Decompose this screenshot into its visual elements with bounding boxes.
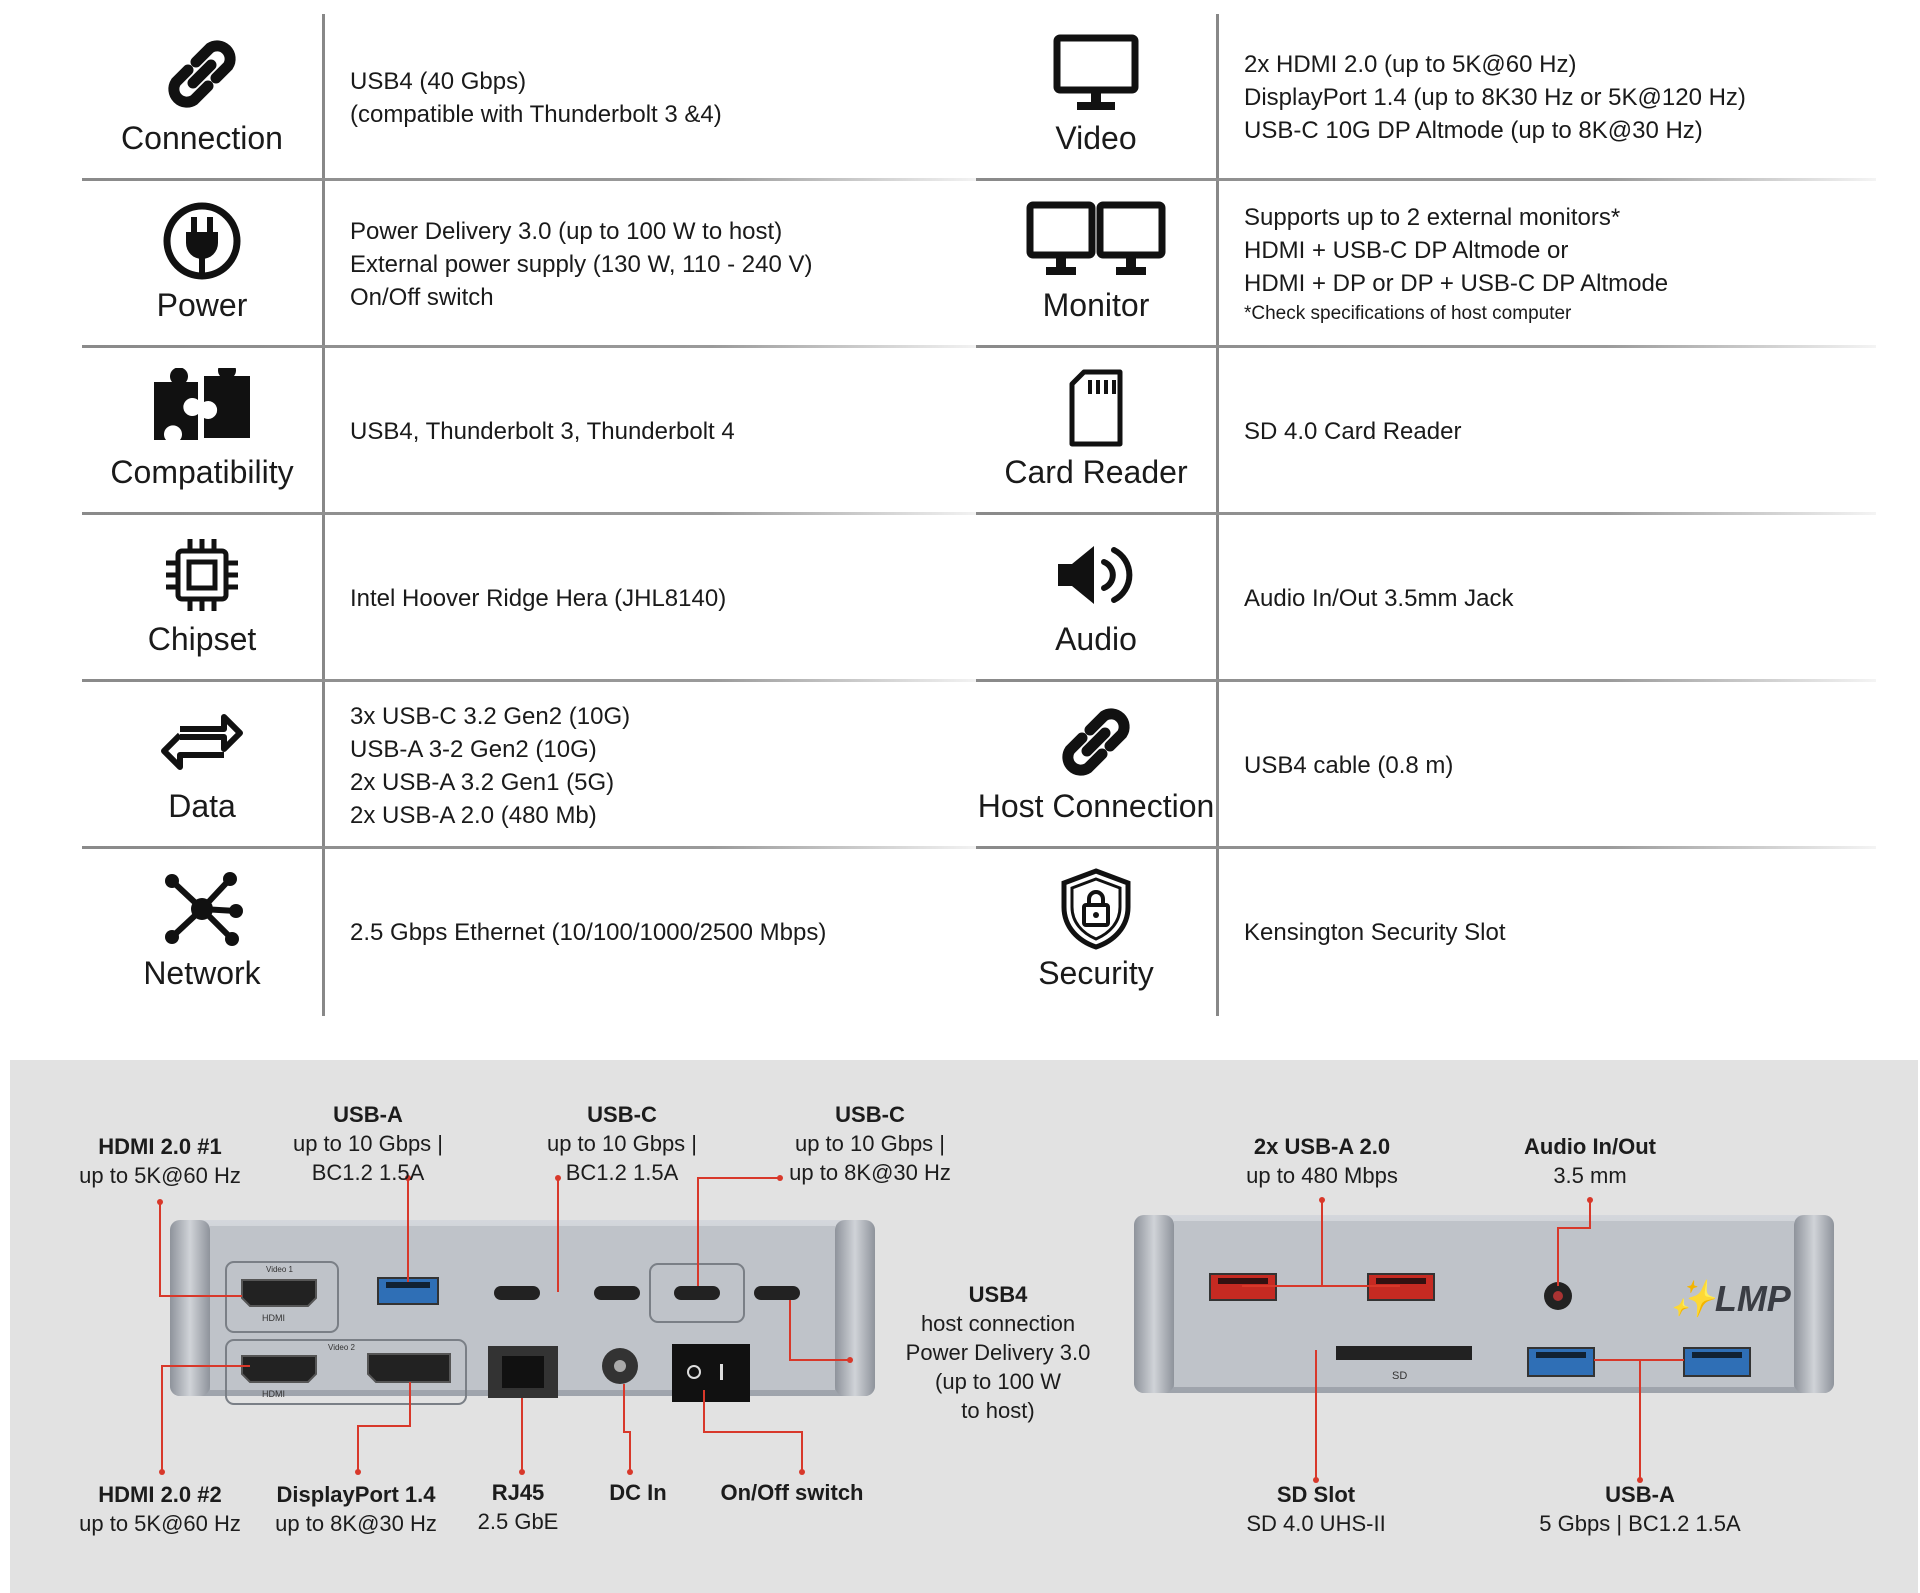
- spec-label: Security: [1038, 955, 1154, 991]
- spec-value: 2x HDMI 2.0 (up to 5K@60 Hz) DisplayPort…: [1244, 51, 1746, 144]
- spec-label: Host Connection: [977, 788, 1215, 824]
- speaker-icon: [976, 529, 1216, 621]
- rear-device: [170, 1220, 875, 1405]
- spec-value: 2.5 Gbps Ethernet (10/100/1000/2500 Mbps…: [350, 919, 827, 946]
- ports-diagram-panel: HDMI HDMI Video 1 Video 2 SD ✨LMP HDMI 2…: [10, 1060, 1918, 1593]
- spec-row-power: Power Power Delivery 3.0 (up to 100 W to…: [82, 181, 982, 348]
- callout-rj45: RJ45 2.5 GbE: [477, 1480, 559, 1534]
- spec-row-host-connection: Host Connection USB4 cable (0.8 m): [976, 682, 1876, 849]
- callout-usba20: 2x USB-A 2.0 up to 480 Mbps: [1246, 1134, 1398, 1188]
- callout-usba-front: USB-A 5 Gbps | BC1.2 1.5A: [1539, 1482, 1741, 1536]
- spec-value: USB4 (40 Gbps) (compatible with Thunderb…: [350, 67, 722, 128]
- dual-monitor-icon: [976, 195, 1216, 287]
- spec-label: Compatibility: [110, 454, 294, 490]
- spec-label: Connection: [121, 120, 283, 156]
- callout-usbc1: USB-C up to 10 Gbps | BC1.2 1.5A: [546, 1102, 698, 1185]
- hdmi-mark: HDMI: [262, 1389, 285, 1399]
- hdmi-mark: HDMI: [262, 1313, 285, 1323]
- spec-value: 3x USB-C 3.2 Gen2 (10G) USB-A 3-2 Gen2 (…: [350, 702, 631, 829]
- spec-row-network: Network 2.5 Gbps Ethernet (10/100/1000/2…: [82, 849, 982, 1016]
- spec-value: USB4 cable (0.8 m): [1244, 752, 1454, 779]
- spec-row-video: Video 2x HDMI 2.0 (up to 5K@60 Hz) Displ…: [976, 14, 1876, 181]
- footnote: *Check specifications of host computer: [1244, 303, 1572, 324]
- device-illustrations: [157, 1175, 1834, 1483]
- link-icon: [82, 28, 322, 120]
- spec-label: Chipset: [147, 621, 257, 657]
- arrows-exchange-icon: [82, 696, 322, 788]
- spec-label: Network: [143, 955, 261, 991]
- callout-audio: Audio In/Out 3.5 mm: [1524, 1134, 1656, 1188]
- front-device: [1134, 1215, 1834, 1393]
- runner-icon: ✨: [1670, 1278, 1715, 1319]
- callout-usbc2: USB-C up to 10 Gbps | up to 8K@30 Hz: [789, 1102, 951, 1185]
- callout-onoff-switch: On/Off switch: [720, 1480, 864, 1505]
- puzzle-icon: [82, 362, 322, 454]
- callout-hdmi2: HDMI 2.0 #2 up to 5K@60 Hz: [79, 1482, 241, 1536]
- spec-value: Audio In/Out 3.5mm Jack: [1244, 585, 1514, 612]
- callout-dc-in: DC In: [609, 1480, 667, 1505]
- callout-lines-front: [1242, 1200, 1684, 1480]
- callout-usba: USB-A up to 10 Gbps | BC1.2 1.5A: [292, 1102, 444, 1185]
- link-icon: [976, 696, 1216, 788]
- spec-row-connection: Connection USB4 (40 Gbps) (compatible wi…: [82, 14, 982, 181]
- spec-label: Card Reader: [1004, 454, 1188, 490]
- callout-hdmi1: HDMI 2.0 #1 up to 5K@60 Hz: [79, 1134, 241, 1188]
- spec-row-chipset: Chipset Intel Hoover Ridge Hera (JHL8140…: [82, 515, 982, 682]
- spec-label: Monitor: [1042, 287, 1150, 323]
- spec-value: USB4, Thunderbolt 3, Thunderbolt 4: [350, 418, 735, 445]
- sd-card-icon: [976, 362, 1216, 454]
- brand-logo: ✨LMP: [1670, 1278, 1791, 1319]
- network-icon: [82, 863, 322, 955]
- callout-usb4: USB4 host connection Power Delivery 3.0 …: [905, 1282, 1091, 1423]
- sd-mark: SD: [1392, 1370, 1408, 1382]
- spec-row-data: Data 3x USB-C 3.2 Gen2 (10G) USB-A 3-2 G…: [82, 682, 982, 849]
- spec-value: Power Delivery 3.0 (up to 100 W to host)…: [350, 218, 813, 311]
- video1-mark: Video 1: [266, 1265, 293, 1274]
- spec-row-monitor: Monitor Supports up to 2 external monito…: [976, 181, 1876, 348]
- spec-row-security: Security Kensington Security Slot: [976, 849, 1876, 1016]
- spec-value: SD 4.0 Card Reader: [1244, 418, 1462, 445]
- spec-row-audio: Audio Audio In/Out 3.5mm Jack: [976, 515, 1876, 682]
- callout-displayport: DisplayPort 1.4 up to 8K@30 Hz: [275, 1482, 437, 1536]
- spec-value: Intel Hoover Ridge Hera (JHL8140): [350, 585, 727, 612]
- spec-value: Supports up to 2 external monitors* HDMI…: [1244, 181, 1876, 348]
- chip-icon: [82, 529, 322, 621]
- video2-mark: Video 2: [328, 1343, 355, 1352]
- shield-lock-icon: [976, 863, 1216, 955]
- spec-value: Kensington Security Slot: [1244, 919, 1506, 946]
- spec-label: Data: [168, 788, 236, 824]
- spec-label: Power: [156, 287, 248, 323]
- callout-sd-slot: SD Slot SD 4.0 UHS-II: [1246, 1482, 1386, 1536]
- callout-lines-rear: [159, 1177, 850, 1472]
- spec-table-right: Video 2x HDMI 2.0 (up to 5K@60 Hz) Displ…: [976, 14, 1876, 1016]
- callout-dots-front: [1313, 1197, 1643, 1483]
- monitor-icon: [976, 28, 1216, 120]
- spec-label: Audio: [1055, 621, 1137, 657]
- spec-table-left: Connection USB4 (40 Gbps) (compatible wi…: [82, 14, 982, 1016]
- power-plug-icon: [82, 195, 322, 287]
- spec-row-card-reader: Card Reader SD 4.0 Card Reader: [976, 348, 1876, 515]
- spec-row-compatibility: Compatibility USB4, Thunderbolt 3, Thund…: [82, 348, 982, 515]
- spec-label: Video: [1055, 120, 1137, 156]
- callout-dots-rear: [157, 1175, 853, 1475]
